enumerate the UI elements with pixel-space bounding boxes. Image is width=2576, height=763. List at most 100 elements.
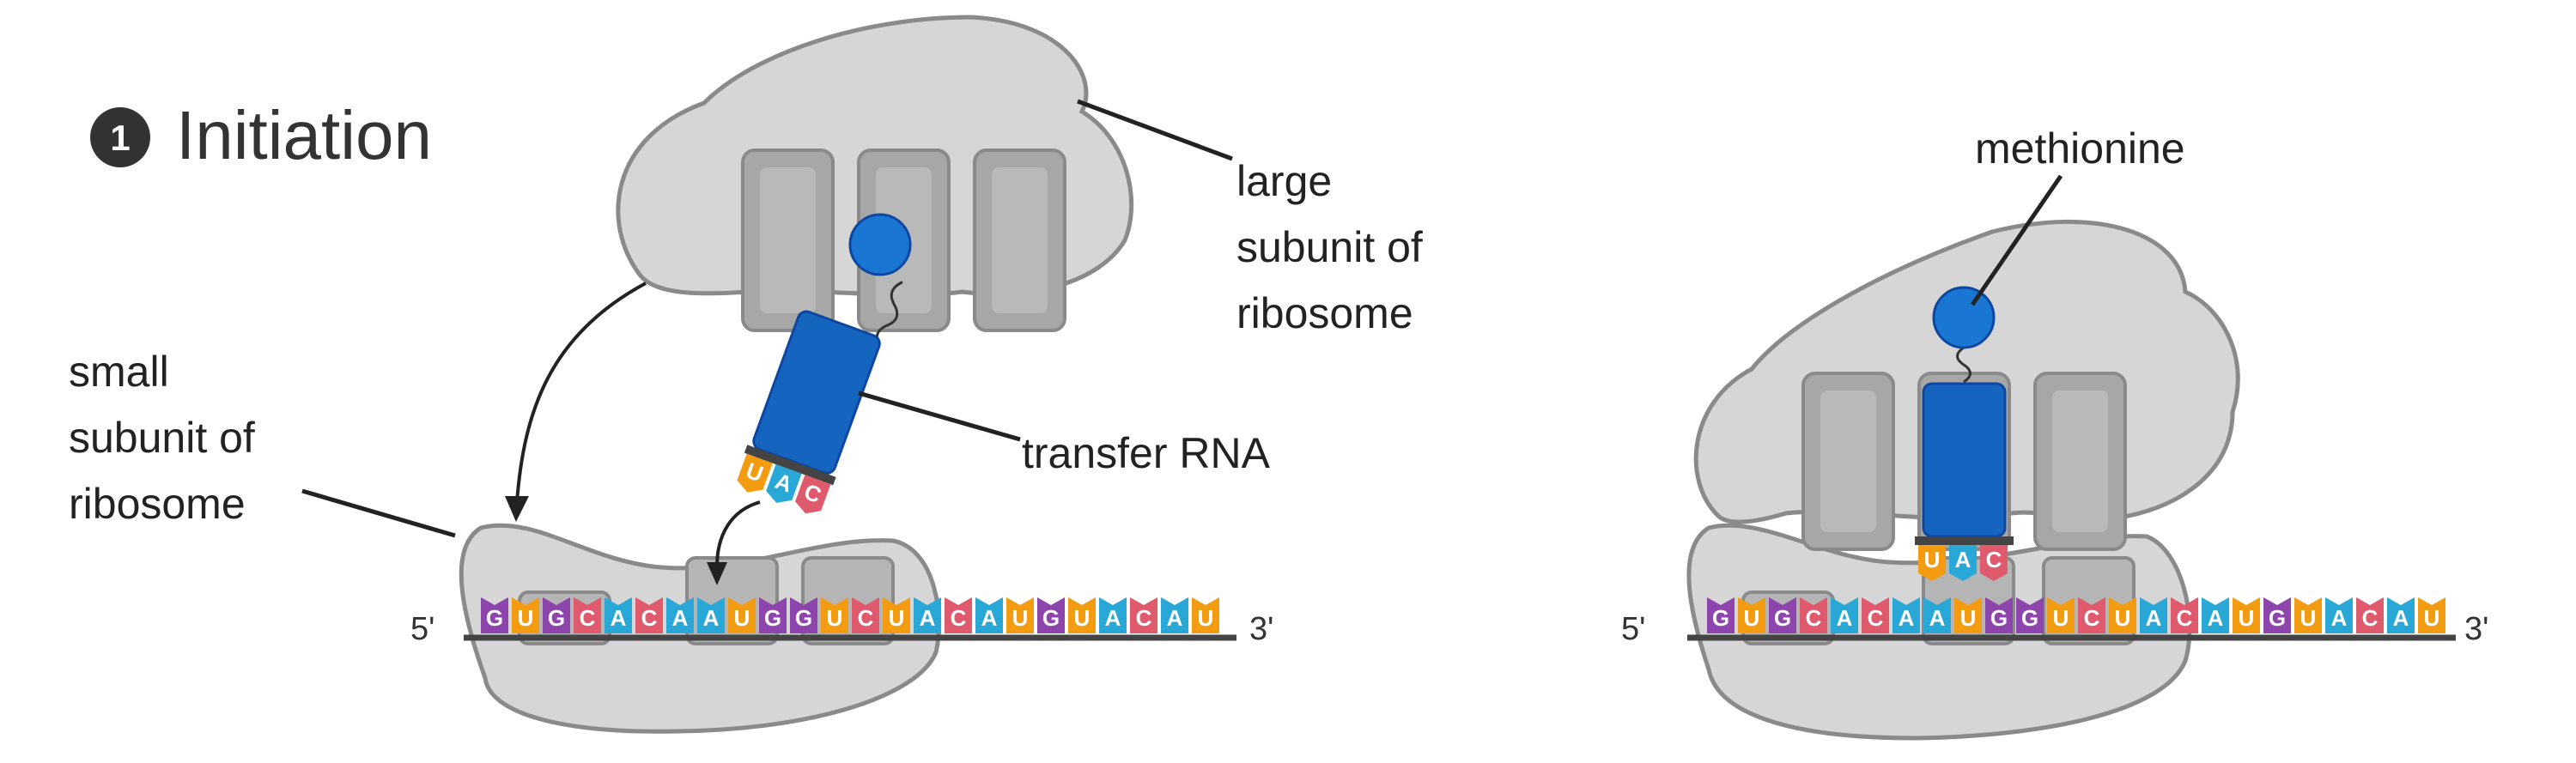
site-e-inner [760,167,816,313]
nucleotide-letter: U [1960,605,1977,631]
large-subunit-label-line3: ribosome [1236,289,1413,337]
nucleotide-u: U [883,597,910,633]
three-prime-left: 3' [1249,611,1273,647]
nucleotide-u: U [2418,597,2445,633]
nucleotide-letter: A [2331,605,2348,631]
nucleotide-letter: G [795,605,812,631]
trna-tether [875,281,903,339]
nucleotide-letter: U [2424,605,2440,631]
nucleotide-c: C [795,475,831,514]
nucleotide-u: U [2233,597,2260,633]
nucleotide-letter: A [1929,605,1946,631]
nucleotide-a: A [914,597,941,633]
nucleotide-g: G [1985,597,2013,633]
site-e-inner [1820,391,1876,532]
small-subunit-leader [301,488,456,538]
nucleotide-letter: A [1899,605,1915,631]
nucleotide-letter: G [764,605,781,631]
trna-tether [1956,346,1971,384]
large-subunit-leader [1077,99,1233,161]
nucleotide-letter: G [1042,605,1060,631]
nucleotide-letter: G [486,605,503,631]
nucleotide-a: A [975,597,1003,633]
title: 1 Initiation [90,97,432,173]
nucleotide-letter: A [981,605,998,631]
nucleotide-c: C [1130,597,1157,633]
arrow-large-to-small [515,282,647,503]
nucleotide-letter: A [672,605,689,631]
nucleotide-letter: U [827,605,843,631]
nucleotide-letter: C [951,605,967,631]
three-prime-right: 3' [2464,611,2488,647]
nucleotide-letter: U [2115,605,2131,631]
nucleotide-letter: A [1105,605,1121,631]
nucleotide-letter: U [1198,605,1214,631]
methionine-label: methionine [1975,124,2185,173]
nucleotide-u: U [737,453,773,493]
arrow-trna-to-codon [715,500,761,567]
nucleotide-a: A [1893,597,1920,633]
methionine-leader [1970,174,2063,306]
nucleotide-g: G [481,597,508,633]
nucleotide-letter: U [2239,605,2255,631]
nucleotide-letter: A [2146,605,2162,631]
nucleotide-a: A [1923,597,1951,633]
nucleotide-g: G [759,597,787,633]
nucleotide-letter: A [920,605,936,631]
nucleotide-g: G [1769,597,1796,633]
amino-acid-left [848,213,912,276]
step-badge [90,107,150,167]
nucleotide-u: U [512,597,539,633]
small-subunit-label-line2: subunit of [69,414,255,462]
nucleotide-letter: G [1990,605,2008,631]
nucleotide-letter: G [2269,605,2286,631]
nucleotide-letter: U [1744,605,1760,631]
nucleotide-letter: G [1712,605,1729,631]
nucleotide-a: A [1099,597,1127,633]
nucleotide-u: U [1192,597,1219,633]
site-a-inner [2052,391,2108,532]
nucleotide-letter: C [1868,605,1884,631]
nucleotide-u: U [821,597,848,633]
nucleotide-letter: U [1924,547,1941,572]
nucleotide-letter: A [1955,547,1971,572]
nucleotide-g: G [1037,597,1065,633]
nucleotide-c: C [574,597,601,633]
nucleotide-letter: C [580,605,596,631]
step-number: 1 [110,118,130,158]
nucleotide-letter: A [611,605,627,631]
nucleotide-u: U [2109,597,2136,633]
title-text: Initiation [176,97,432,173]
nucleotide-letter: G [2021,605,2038,631]
arrow-trna-to-codon-head [707,562,727,585]
nucleotide-u: U [1918,545,1946,581]
arrow-large-to-small-head [505,496,529,522]
nucleotide-letter: G [548,605,565,631]
trna-anticodon-bar [744,445,836,486]
nucleotide-g: G [543,597,570,633]
nucleotide-a: A [2140,597,2167,633]
transfer-rna-label: transfer RNA [1022,429,1271,477]
nucleotide-letter: C [2362,605,2379,631]
large-subunit-label: large subunit of ribosome [1236,157,1423,337]
nucleotide-letter: C [1986,547,2002,572]
five-prime-left: 5' [410,611,434,647]
nucleotide-a: A [2387,597,2415,633]
nucleotide-letter: C [2177,605,2193,631]
nucleotide-a: A [1949,545,1977,581]
nucleotide-g: G [1707,597,1735,633]
nucleotide-letter: C [641,605,658,631]
nucleotide-a: A [666,597,694,633]
nucleotide-c: C [1980,545,2008,581]
nucleotide-letter: U [2300,605,2317,631]
nucleotide-letter: U [889,605,905,631]
nucleotide-c: C [1800,597,1827,633]
nucleotide-letter: A [2393,605,2409,631]
